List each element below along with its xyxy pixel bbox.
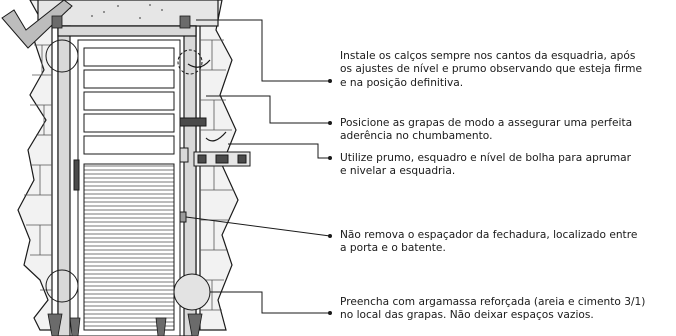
leader-spacer bbox=[185, 216, 331, 237]
annotation-shims: Instale os calços sempre nos cantos da e… bbox=[340, 50, 642, 89]
leader-grapas bbox=[206, 95, 330, 124]
glass-pane-5 bbox=[83, 135, 175, 155]
detail-circle-bottom-right bbox=[173, 273, 211, 311]
shim-top-left bbox=[51, 15, 63, 29]
shim-bottom-left bbox=[47, 313, 63, 336]
annotation-grapas: Posicione as grapas de modo a assegurar … bbox=[340, 117, 633, 143]
detail-circle-bottom-left bbox=[45, 269, 79, 303]
detail-circle-grapa bbox=[177, 49, 203, 75]
glass-pane-2 bbox=[83, 69, 175, 89]
level-tool bbox=[179, 117, 251, 167]
door-leaf bbox=[73, 39, 187, 336]
leader-lines bbox=[185, 19, 331, 314]
level-vial-3 bbox=[237, 154, 247, 164]
louver-panel bbox=[83, 163, 175, 331]
corner-shims bbox=[47, 15, 203, 336]
leader-shims bbox=[196, 19, 330, 82]
leader-mortar bbox=[210, 291, 330, 314]
frame-left-jamb bbox=[57, 25, 71, 336]
glass-pane-4 bbox=[83, 113, 175, 133]
level-vial-2 bbox=[215, 154, 229, 164]
shim-bottom-right-2 bbox=[155, 317, 167, 336]
shim-bottom-left-2 bbox=[69, 317, 81, 336]
check-mark-icon bbox=[1, 0, 73, 49]
detail-circle-top-left bbox=[45, 39, 79, 73]
frame-head bbox=[57, 25, 197, 37]
shim-bottom-right bbox=[187, 313, 203, 336]
lock-spacer bbox=[179, 211, 187, 223]
annotation-mortar: Preencha com argamassa reforçada (areia … bbox=[340, 296, 646, 322]
glass-pane-3 bbox=[83, 91, 175, 111]
grapa-anchor bbox=[179, 117, 207, 127]
plumb-bob bbox=[179, 147, 189, 163]
curved-arrows bbox=[187, 59, 227, 142]
leader-bullets bbox=[328, 79, 332, 315]
shim-top-right bbox=[179, 15, 191, 29]
level-vial-1 bbox=[197, 154, 207, 164]
door-handle bbox=[73, 159, 80, 191]
arrow-adjust-side bbox=[205, 131, 227, 142]
arrow-adjust-top bbox=[187, 59, 211, 68]
annotation-tools: Utilize prumo, esquadro e nível de bolha… bbox=[340, 152, 632, 178]
annotation-spacer: Não remova o espaçador da fechadura, loc… bbox=[340, 229, 638, 255]
glass-pane-1 bbox=[83, 47, 175, 67]
leader-tools bbox=[228, 143, 330, 159]
